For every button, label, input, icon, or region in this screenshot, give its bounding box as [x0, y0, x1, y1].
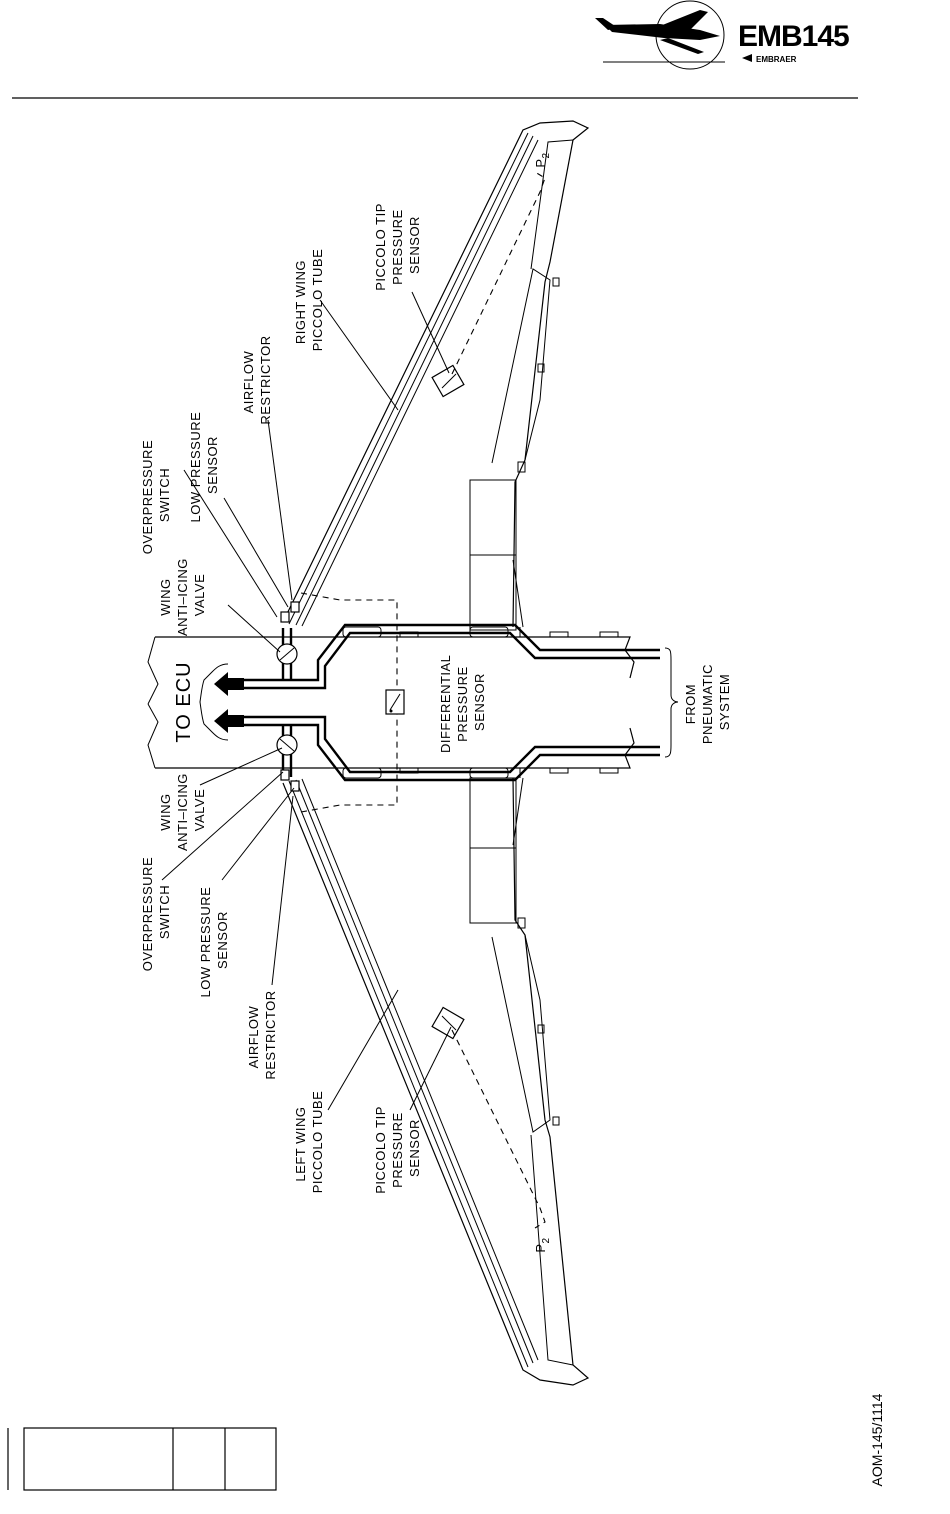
logo-text: EMB145	[738, 20, 849, 53]
left-p2-label: P2	[533, 1237, 552, 1252]
right-wing-anti-icing-valve-label: WING ANTI–ICING VALVE	[158, 554, 207, 636]
left-low-pressure-sensor-label: LOW PRESSURE SENSOR	[198, 883, 230, 998]
right-anti-icing-valve	[276, 643, 298, 665]
left-piccolo-tip-sensor	[431, 1006, 546, 1229]
right-overpressure-switch-label: OVERPRESSURE SWITCH	[140, 436, 172, 555]
left-overpressure-switch-label: OVERPRESSURE SWITCH	[140, 853, 172, 972]
leader-lines	[161, 291, 452, 1111]
right-piccolo-tip-sensor-label: PICCOLO TIP PRESSURE SENSOR	[373, 199, 422, 291]
right-airflow-restrictor-label: AIRFLOW RESTRICTOR	[241, 335, 273, 424]
differential-pressure-sensor	[300, 592, 405, 813]
left-airflow-restrictor-label: AIRFLOW RESTRICTOR	[246, 990, 278, 1079]
right-low-pressure-sensor-block	[290, 601, 300, 613]
right-low-pressure-sensor-label: LOW PRESSURE SENSOR	[188, 408, 220, 523]
left-piccolo-tip-sensor-label: PICCOLO TIP PRESSURE SENSOR	[373, 1102, 422, 1194]
left-wing	[282, 777, 590, 1386]
logo-subtext: EMBRAER	[756, 55, 797, 64]
differential-pressure-sensor-label: DIFFERENTIAL PRESSURE SENSOR	[438, 651, 487, 753]
from-pneumatic-system-label: FROM PNEUMATIC SYSTEM	[683, 660, 732, 744]
bleed-duct	[244, 623, 660, 782]
right-wing-piccolo-tube-label: RIGHT WING PICCOLO TUBE	[293, 249, 325, 352]
right-piccolo-tip-sensor	[431, 171, 546, 398]
embraer-logo: EMB145 EMBRAER	[595, 0, 850, 70]
left-wing-anti-icing-valve-label: WING ANTI–ICING VALVE	[158, 769, 207, 851]
revision-box	[7, 1427, 277, 1491]
right-overpressure-switch-block	[280, 611, 290, 623]
from-pneumatic-brace	[664, 647, 679, 758]
right-wing	[282, 120, 590, 631]
to-ecu-label: TO ECU	[173, 661, 195, 742]
left-overpressure-switch-block	[280, 769, 290, 781]
doc-code: AOM-145/1114	[869, 1393, 885, 1486]
left-wing-piccolo-tube-label: LEFT WING PICCOLO TUBE	[293, 1091, 325, 1194]
left-low-pressure-sensor-block	[290, 780, 300, 792]
right-p2-label: P2	[533, 152, 552, 167]
to-ecu-arrows	[199, 663, 244, 741]
left-anti-icing-valve	[276, 734, 298, 756]
